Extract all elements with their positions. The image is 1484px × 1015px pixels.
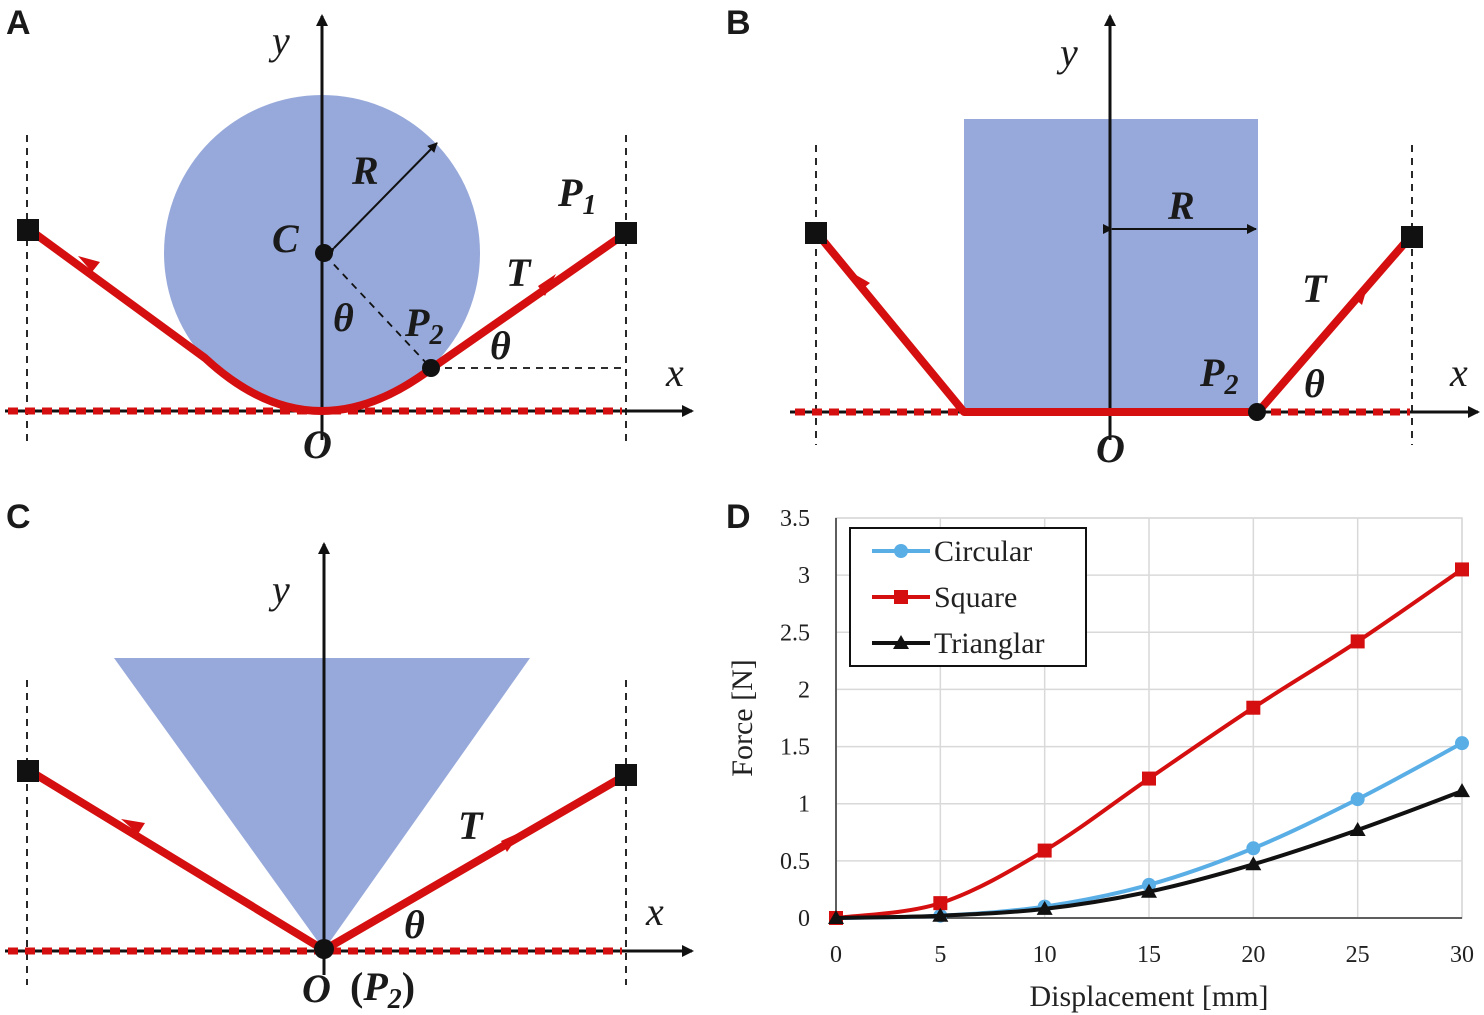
x-tick-label: 10 <box>1033 942 1057 968</box>
r-label: R <box>1167 183 1195 228</box>
theta-label-center: θ <box>333 295 354 340</box>
x-tick-label: 30 <box>1450 942 1474 968</box>
x-tick-label: 0 <box>830 942 842 968</box>
data-point-square <box>1037 843 1052 858</box>
data-point-trianglar <box>932 907 949 922</box>
panel-letter-b: B <box>726 4 751 42</box>
radius-arrow <box>324 142 438 258</box>
legend-label-trianglar: Trianglar <box>934 627 1045 660</box>
theta-label-angle: θ <box>490 323 511 368</box>
data-point-trianglar <box>1141 883 1157 898</box>
p2-label: P2 <box>404 300 443 351</box>
left-anchor <box>17 760 39 782</box>
triangular-object <box>114 658 530 950</box>
center-point-c <box>315 244 333 262</box>
rope-arrow-right <box>1353 281 1369 305</box>
right-anchor-p1 <box>615 222 637 244</box>
origin-label: O <box>303 422 332 467</box>
data-point-circular <box>1455 736 1469 751</box>
rope-arrow-left <box>121 819 145 834</box>
legend-marker-circular <box>894 544 908 558</box>
panel-c: C y x T θ O (P2) <box>5 498 694 1015</box>
p2-label: (P2) <box>350 964 415 1015</box>
theta-label: θ <box>1304 361 1325 406</box>
data-point-square <box>1142 771 1156 786</box>
force-displacement-chart: 0 5 10 15 20 25 30 0 0.5 1 1.5 2 2.5 3 3.5Displacement… <box>726 506 1474 1013</box>
panel-letter-c: C <box>6 498 31 536</box>
x-tick-label: 15 <box>1137 942 1161 968</box>
rope <box>26 226 630 415</box>
left-anchor <box>17 219 39 241</box>
p2-label: P2 <box>1199 350 1238 401</box>
r-label: R <box>351 148 379 193</box>
data-point-trianglar <box>1036 900 1053 915</box>
t-label: T <box>458 803 484 848</box>
x-label: x <box>1449 350 1468 395</box>
origin-label: O <box>1096 426 1125 471</box>
y-label: y <box>1056 30 1078 75</box>
data-point-square <box>1455 562 1469 577</box>
origin-label: O <box>302 966 331 1011</box>
c-label: C <box>272 216 300 261</box>
y-tick-label: 2.5 <box>780 620 810 646</box>
y-tick-label: 1 <box>798 792 810 818</box>
y-tick-label: 0.5 <box>780 849 810 875</box>
y-axis-title: Force [N] <box>726 659 759 776</box>
rope-arrow-right <box>501 832 521 852</box>
x-tick-label: 25 <box>1346 942 1370 968</box>
right-anchor <box>1401 226 1423 248</box>
point-p2 <box>422 359 440 377</box>
x-label: x <box>645 889 664 934</box>
right-anchor <box>615 764 637 786</box>
panel-b: B y x R T P2 θ O <box>726 4 1480 471</box>
y-tick-label: 2 <box>798 677 810 703</box>
point-o-p2 <box>314 939 334 959</box>
x-axis-title: Displacement [mm] <box>1029 980 1268 1013</box>
t-label: T <box>506 250 532 295</box>
data-point-square <box>1246 700 1261 715</box>
x-tick-label: 5 <box>934 942 946 968</box>
y-label: y <box>268 18 290 63</box>
x-label: x <box>665 350 684 395</box>
y-tick-label: 0 <box>798 906 810 932</box>
p1-label: P1 <box>557 170 596 221</box>
rope-arrow-left <box>849 271 870 291</box>
panel-letter-a: A <box>6 4 31 42</box>
legend-label-circular: Circular <box>934 535 1032 568</box>
data-point-trianglar <box>1349 822 1366 836</box>
legend-label-square: Square <box>934 581 1017 614</box>
y-tick-label: 3.5 <box>780 506 810 532</box>
data-point-circular <box>1350 792 1365 807</box>
x-tick-label: 20 <box>1241 942 1265 968</box>
legend-marker-square <box>894 590 908 604</box>
point-p2 <box>1248 403 1266 421</box>
data-point-trianglar <box>1454 783 1470 798</box>
rope-arrow-right <box>538 274 556 296</box>
data-point-circular <box>1246 841 1261 856</box>
t-label: T <box>1302 266 1328 311</box>
panel-d: D 0 5 10 15 20 25 30 0 0.5 1 1.5 2 2.5 3 3.5Displaceme… <box>726 498 1474 1013</box>
y-label: y <box>268 567 290 612</box>
data-point-square <box>1350 634 1365 649</box>
rope <box>812 228 1414 416</box>
theta-label: θ <box>404 902 425 947</box>
data-point-square <box>933 896 948 911</box>
rope-arrow-left <box>78 256 100 272</box>
panel-a: A y x R C P1 T θ P2 θ O <box>5 4 694 467</box>
y-tick-label: 1.5 <box>780 735 810 761</box>
data-point-trianglar <box>828 910 844 924</box>
panel-letter-d: D <box>726 498 751 536</box>
y-tick-label: 3 <box>798 563 810 589</box>
legend-marker-trianglar <box>893 635 909 649</box>
left-anchor <box>805 222 827 244</box>
data-point-trianglar <box>1245 856 1262 871</box>
